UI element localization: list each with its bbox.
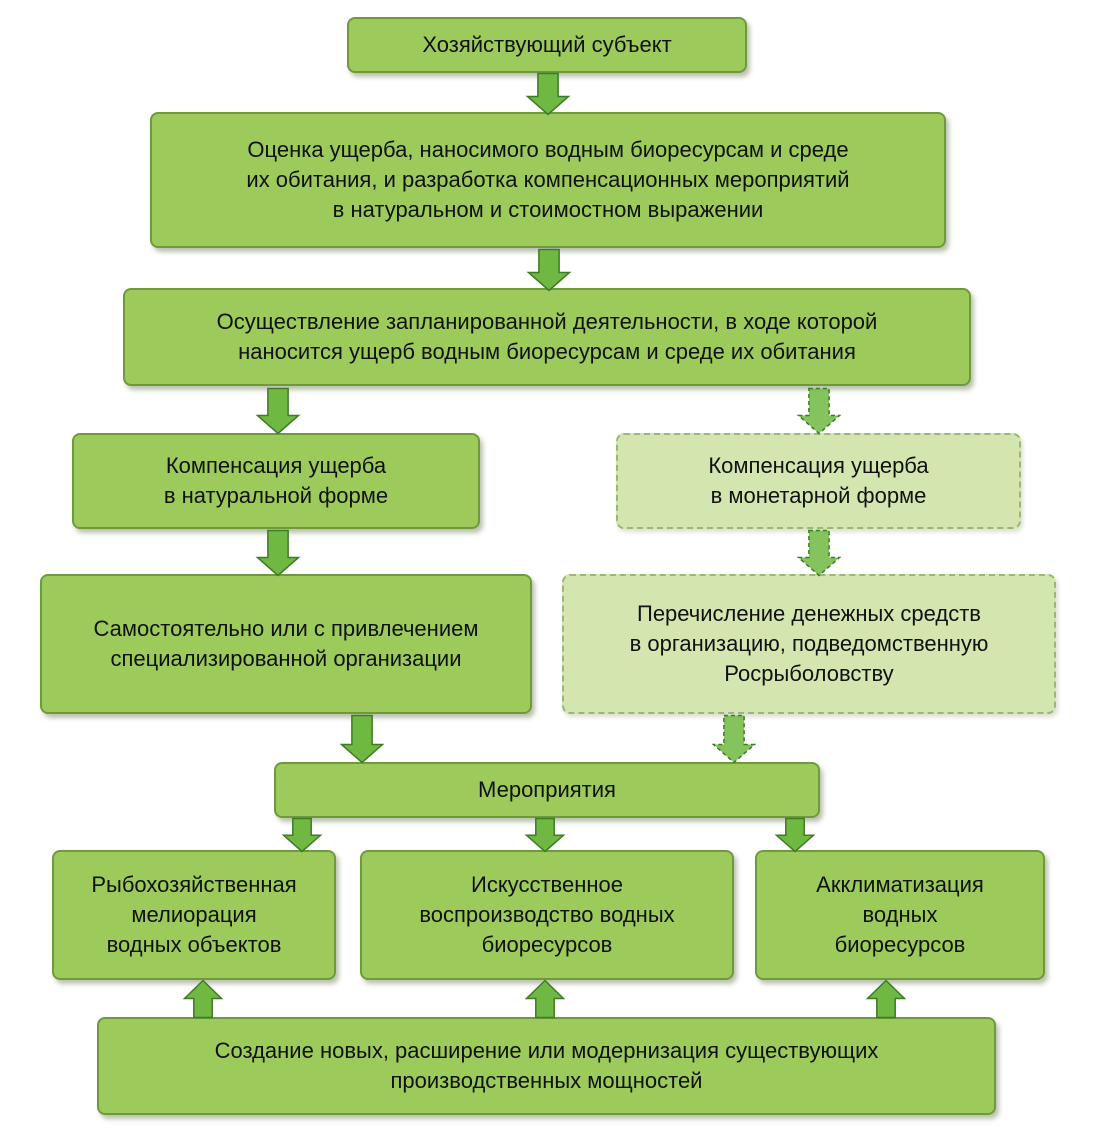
node-self-or-organization-label: Самостоятельно или с привлечением специа… bbox=[93, 616, 479, 671]
arrow-measures-to-melioration bbox=[281, 817, 323, 853]
node-monetary-compensation-label: Компенсация ущерба в монетарной форме bbox=[708, 453, 929, 508]
arrow-capacity-to-acclimatization bbox=[865, 979, 907, 1019]
node-measures-label: Мероприятия bbox=[478, 777, 616, 802]
node-acclimatization-label: Акклиматизация водных биоресурсов bbox=[816, 872, 984, 957]
node-artificial-reproduction: Искусственное воспроизводство водных био… bbox=[360, 850, 734, 980]
node-natural-compensation-label: Компенсация ущерба в натуральной форме bbox=[163, 453, 389, 508]
arrow-assessment-to-activity bbox=[526, 248, 572, 292]
node-damage-assessment: Оценка ущерба, наносимого водным биоресу… bbox=[150, 112, 946, 248]
node-production-capacity-label: Создание новых, расширение или модерниза… bbox=[214, 1038, 879, 1093]
node-planned-activity: Осуществление запланированной деятельнос… bbox=[123, 288, 971, 386]
node-planned-activity-label: Осуществление запланированной деятельнос… bbox=[216, 309, 878, 364]
arrow-assessment-to-activity-shape bbox=[526, 248, 572, 292]
arrow-natural-to-self-org-shape bbox=[255, 529, 301, 577]
arrow-measures-to-acclimatization-shape bbox=[774, 817, 816, 853]
node-natural-compensation: Компенсация ущерба в натуральной форме bbox=[72, 433, 480, 529]
arrow-measures-to-melioration-shape bbox=[281, 817, 323, 853]
node-melioration-label: Рыбохозяйственная мелиорация водных объе… bbox=[91, 872, 297, 957]
node-economic-entity: Хозяйствующий субъект bbox=[347, 17, 747, 73]
arrow-measures-to-reproduction bbox=[524, 817, 566, 853]
node-monetary-compensation: Компенсация ущерба в монетарной форме bbox=[616, 433, 1021, 529]
arrow-activity-to-natural-shape bbox=[255, 387, 301, 435]
arrow-monetary-to-transfer-shape bbox=[796, 529, 842, 577]
node-acclimatization: Акклиматизация водных биоресурсов bbox=[755, 850, 1045, 980]
arrow-capacity-to-reproduction bbox=[524, 979, 566, 1019]
node-funds-transfer-label: Перечисление денежных средств в организа… bbox=[629, 601, 989, 686]
node-measures: Мероприятия bbox=[274, 762, 820, 818]
arrow-subject-to-assessment-shape bbox=[525, 72, 571, 116]
arrow-activity-to-natural bbox=[255, 387, 301, 435]
node-self-or-organization: Самостоятельно или с привлечением специа… bbox=[40, 574, 532, 714]
node-production-capacity: Создание новых, расширение или модерниза… bbox=[97, 1017, 996, 1115]
arrow-natural-to-self-org bbox=[255, 529, 301, 577]
arrow-capacity-to-melioration-shape bbox=[182, 979, 224, 1019]
arrow-capacity-to-acclimatization-shape bbox=[865, 979, 907, 1019]
arrow-transfer-to-measures-shape bbox=[711, 714, 757, 764]
arrow-capacity-to-reproduction-shape bbox=[524, 979, 566, 1019]
arrow-monetary-to-transfer bbox=[796, 529, 842, 577]
node-economic-entity-label: Хозяйствующий субъект bbox=[422, 32, 672, 57]
arrow-activity-to-monetary bbox=[796, 387, 842, 435]
node-melioration: Рыбохозяйственная мелиорация водных объе… bbox=[52, 850, 336, 980]
arrow-capacity-to-melioration bbox=[182, 979, 224, 1019]
arrow-measures-to-reproduction-shape bbox=[524, 817, 566, 853]
arrow-self-org-to-measures bbox=[339, 714, 385, 764]
node-damage-assessment-label: Оценка ущерба, наносимого водным биоресу… bbox=[246, 137, 850, 222]
node-artificial-reproduction-label: Искусственное воспроизводство водных био… bbox=[419, 872, 675, 957]
node-funds-transfer: Перечисление денежных средств в организа… bbox=[562, 574, 1056, 714]
arrow-measures-to-acclimatization bbox=[774, 817, 816, 853]
arrow-transfer-to-measures bbox=[711, 714, 757, 764]
arrow-activity-to-monetary-shape bbox=[796, 387, 842, 435]
arrow-subject-to-assessment bbox=[525, 72, 571, 116]
arrow-self-org-to-measures-shape bbox=[339, 714, 385, 764]
